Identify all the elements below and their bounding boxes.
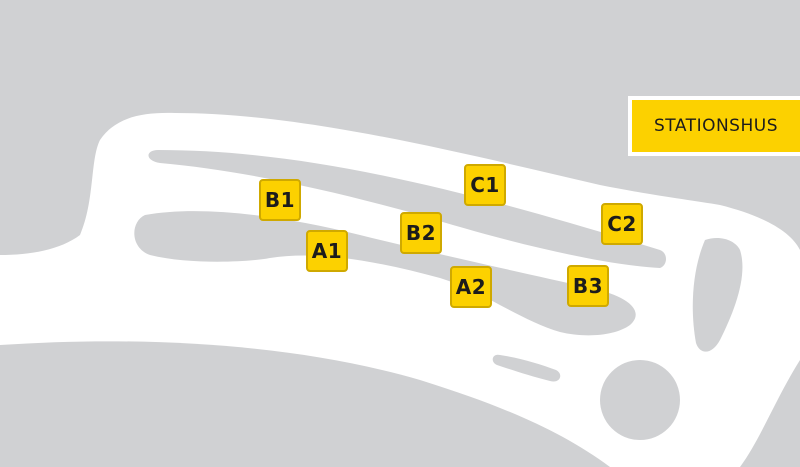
bus-stop-b3[interactable]: B3 bbox=[567, 265, 609, 307]
island-small bbox=[492, 354, 561, 382]
lower-grey-field bbox=[0, 341, 610, 467]
island-middle bbox=[134, 211, 636, 336]
bus-stop-a1[interactable]: A1 bbox=[306, 230, 348, 272]
lower-right-field bbox=[740, 360, 800, 467]
station-house-label: STATIONSHUS bbox=[628, 96, 800, 156]
bus-stop-b1[interactable]: B1 bbox=[259, 179, 301, 221]
island-right bbox=[692, 238, 743, 352]
roundabout bbox=[600, 360, 680, 440]
bus-stop-c2[interactable]: C2 bbox=[601, 203, 643, 245]
bus-stop-b2[interactable]: B2 bbox=[400, 212, 442, 254]
bus-stop-c1[interactable]: C1 bbox=[464, 164, 506, 206]
bus-stop-a2[interactable]: A2 bbox=[450, 266, 492, 308]
